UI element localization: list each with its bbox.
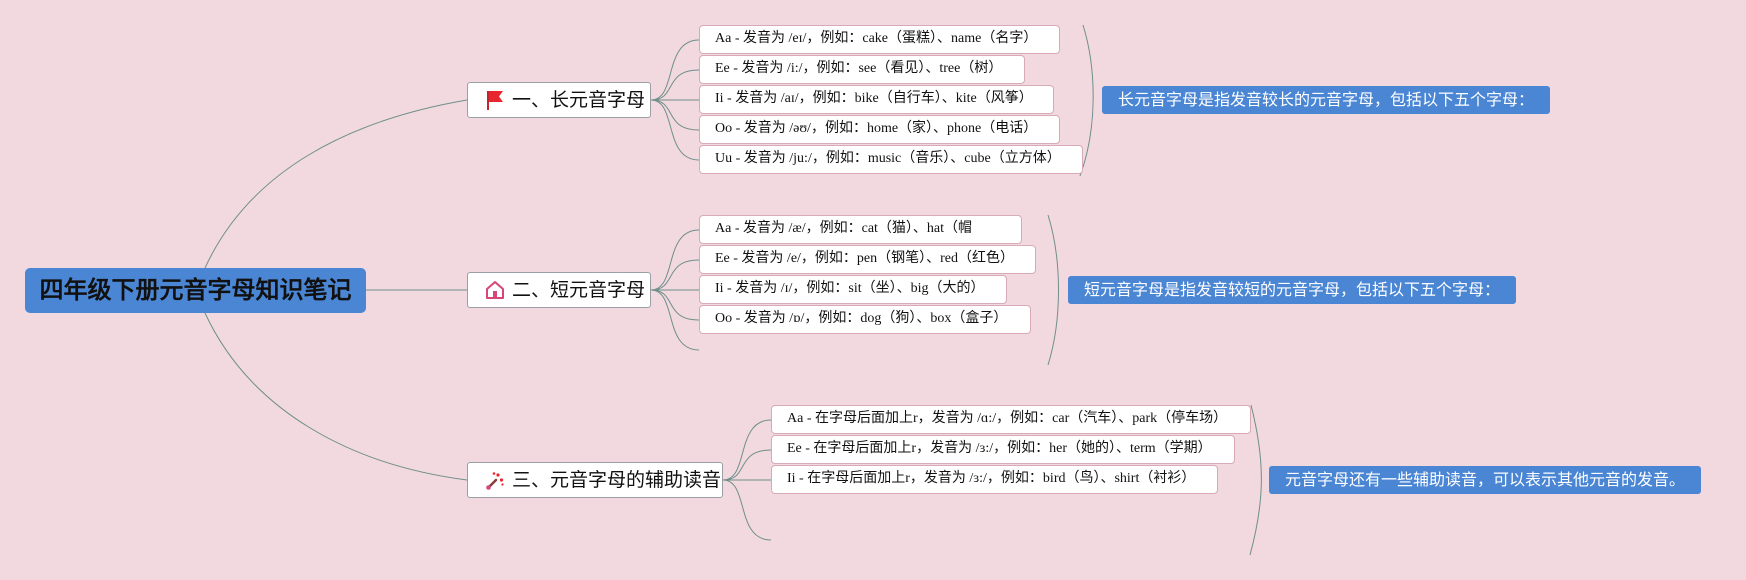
- branch-connector: [650, 99, 700, 161]
- list-item[interactable]: Ii - 发音为 /aɪ/，例如：bike（自行车）、kite（风筝）: [699, 85, 1054, 114]
- branch-long-vowels[interactable]: 一、长元音字母: [467, 82, 651, 118]
- list-item[interactable]: Ee - 发音为 /e/，例如：pen（钢笔）、red（红色）: [699, 245, 1036, 274]
- branch-connector: [650, 259, 700, 291]
- red-flag-icon: [487, 91, 503, 110]
- branch-auxiliary-sounds[interactable]: 三、元音字母的辅助读音: [467, 462, 723, 498]
- branch-title: 二、短元音字母: [512, 278, 646, 301]
- summary-note[interactable]: 长元音字母是指发音较长的元音字母，包括以下五个字母：: [1102, 86, 1550, 114]
- list-item[interactable]: Ee - 发音为 /i:/，例如：see（看见）、tree（树）: [699, 55, 1025, 84]
- branch-connector: [650, 69, 700, 101]
- list-item[interactable]: Oo - 发音为 /ɒ/，例如：dog（狗）、box（盒子）: [699, 305, 1031, 334]
- list-item[interactable]: Aa - 在字母后面加上r，发音为 /ɑ:/，例如：car（汽车）、park（停…: [771, 405, 1251, 434]
- branch-connector: [722, 419, 772, 481]
- branch-connector: [650, 229, 700, 291]
- magic-wand-icon: [486, 472, 504, 490]
- list-item[interactable]: Aa - 发音为 /eɪ/，例如：cake（蛋糕）、name（名字）: [699, 25, 1060, 54]
- list-item[interactable]: Uu - 发音为 /ju:/，例如：music（音乐）、cube（立方体）: [699, 145, 1083, 174]
- list-item[interactable]: Ii - 在字母后面加上r，发音为 /ɜ:/，例如：bird（鸟）、shirt（…: [771, 465, 1218, 494]
- branch-connector: [722, 479, 772, 541]
- summary-bracket: [1047, 214, 1059, 366]
- branch-short-vowels[interactable]: 二、短元音字母: [467, 272, 651, 308]
- root-connector: [204, 99, 468, 269]
- root-topic[interactable]: 四年级下册元音字母知识笔记: [25, 268, 366, 313]
- root-connector: [204, 312, 468, 481]
- branch-connector: [650, 289, 700, 321]
- branch-connector: [722, 449, 772, 481]
- summary-bracket: [1079, 24, 1094, 177]
- summary-note[interactable]: 元音字母还有一些辅助读音，可以表示其他元音的发音。: [1269, 466, 1701, 494]
- branch-connector: [650, 99, 700, 131]
- summary-bracket: [1249, 404, 1262, 556]
- summary-note[interactable]: 短元音字母是指发音较短的元音字母，包括以下五个字母：: [1068, 276, 1516, 304]
- list-item[interactable]: Oo - 发音为 /əʊ/，例如：home（家）、phone（电话）: [699, 115, 1060, 144]
- branch-title: 一、长元音字母: [512, 88, 646, 111]
- list-item[interactable]: Aa - 发音为 /æ/，例如：cat（猫）、hat（帽: [699, 215, 1022, 244]
- house-icon: [486, 281, 504, 299]
- branch-connector: [650, 39, 700, 101]
- list-item[interactable]: Ii - 发音为 /ɪ/，例如：sit（坐）、big（大的）: [699, 275, 1007, 304]
- branch-title: 三、元音字母的辅助读音: [512, 468, 722, 491]
- branch-connector: [650, 289, 700, 351]
- list-item[interactable]: Ee - 在字母后面加上r，发音为 /ɜ:/，例如：her（她的）、term（学…: [771, 435, 1235, 464]
